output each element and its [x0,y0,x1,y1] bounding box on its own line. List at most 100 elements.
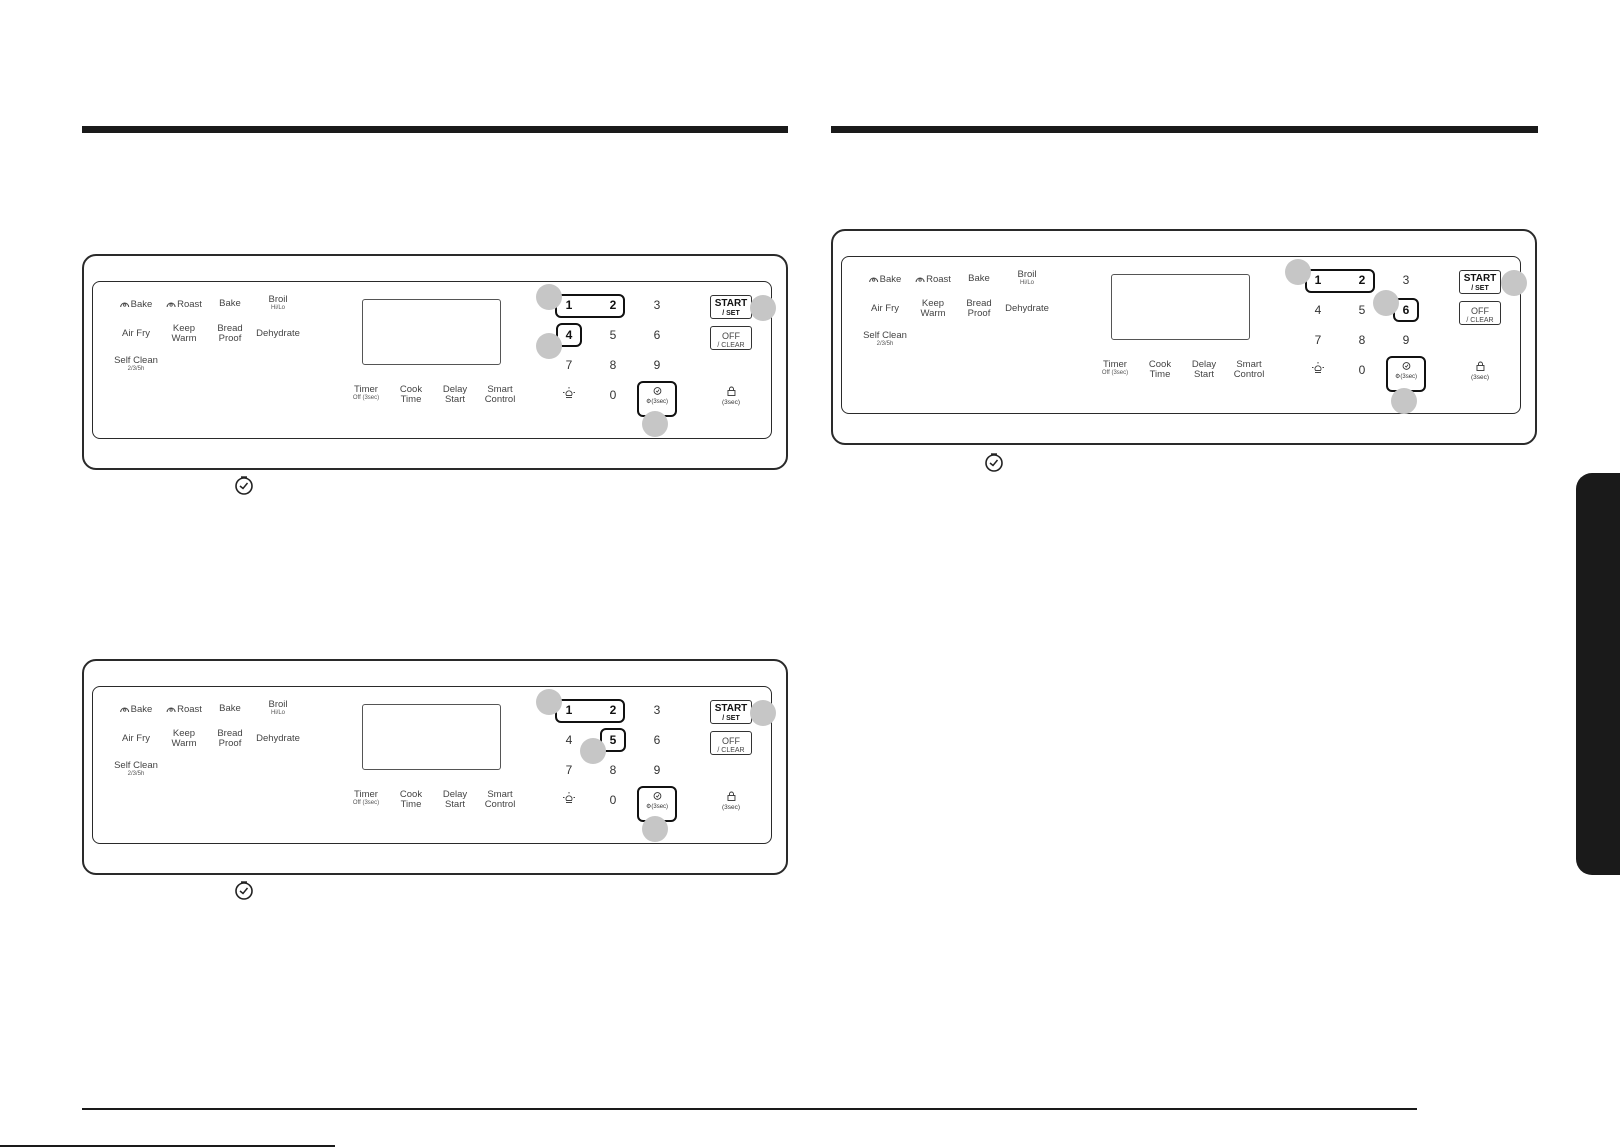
start-set-button[interactable]: START/ SET [710,295,752,319]
roast-convection-button[interactable]: Roast [915,274,951,285]
key-7[interactable]: 7 [565,358,573,372]
off-clear-button[interactable]: OFF/ CLEAR [710,326,752,350]
lock-button[interactable]: (3sec) [1471,361,1489,382]
key-6[interactable]: 6 [1402,303,1410,317]
key-0[interactable]: 0 [1358,363,1366,377]
display-screen [362,704,501,770]
bake-button[interactable]: Bake [219,298,241,309]
bake-convection-button[interactable]: Bake [869,274,901,285]
key-1[interactable]: 1 [1314,273,1322,287]
bake-button[interactable]: Bake [219,703,241,714]
off-clear-button[interactable]: OFF/ CLEAR [1459,301,1501,325]
lock-button[interactable]: (3sec) [722,791,740,812]
air-fry-button[interactable]: Air Fry [122,733,150,744]
key-5[interactable]: 5 [609,733,617,747]
bake-convection-button[interactable]: Bake [120,299,152,310]
air-fry-button[interactable]: Air Fry [122,328,150,339]
key-8[interactable]: 8 [1358,333,1366,347]
dehydrate-button[interactable]: Dehydrate [256,733,300,744]
fan-icon [166,707,176,713]
panel-outer-frame [82,659,788,875]
bake-convection-button[interactable]: Bake [120,704,152,715]
gear-icon: ⚙ [1394,374,1401,380]
lock-icon [727,386,735,396]
highlight-keys-1-2 [555,294,625,318]
key-5[interactable]: 5 [1358,303,1366,317]
key-9[interactable]: 9 [653,358,661,372]
lock-icon [727,791,735,801]
light-icon[interactable] [562,792,576,809]
step-callout-marker [536,333,562,359]
air-fry-button[interactable]: Air Fry [871,303,899,314]
key-6[interactable]: 6 [653,328,661,342]
key-8[interactable]: 8 [609,358,617,372]
key-1[interactable]: 1 [565,703,573,717]
panel-inner-frame [92,686,772,844]
step-callout-marker [536,284,562,310]
lock-button[interactable]: (3sec) [722,386,740,407]
key-4[interactable]: 4 [1314,303,1322,317]
key-2[interactable]: 2 [609,703,617,717]
clock-icon [653,792,661,800]
light-icon[interactable] [562,387,576,404]
light-icon[interactable] [1311,362,1325,379]
key-0[interactable]: 0 [609,793,617,807]
key-3[interactable]: 3 [653,298,661,312]
step-callout-marker [1501,270,1527,296]
key-8[interactable]: 8 [609,763,617,777]
key-5[interactable]: 5 [609,328,617,342]
fan-icon [120,707,130,713]
key-6[interactable]: 6 [653,733,661,747]
key-3[interactable]: 3 [653,703,661,717]
bake-button[interactable]: Bake [968,273,990,284]
start-set-button[interactable]: START/ SET [1459,270,1501,294]
key-0[interactable]: 0 [609,388,617,402]
roast-convection-button[interactable]: Roast [166,704,202,715]
key-4[interactable]: 4 [565,328,573,342]
key-7[interactable]: 7 [1314,333,1322,347]
key-1[interactable]: 1 [565,298,573,312]
off-clear-button[interactable]: OFF/ CLEAR [710,731,752,755]
dehydrate-button[interactable]: Dehydrate [1005,303,1049,314]
dehydrate-button[interactable]: Dehydrate [256,328,300,339]
fan-icon [915,277,925,283]
fan-icon [166,302,176,308]
roast-convection-button[interactable]: Roast [166,299,202,310]
key-2[interactable]: 2 [609,298,617,312]
key-2[interactable]: 2 [1358,273,1366,287]
clock-icon [1402,362,1410,370]
clock-icon [653,387,661,395]
key-7[interactable]: 7 [565,763,573,777]
key-3[interactable]: 3 [1402,273,1410,287]
key-9[interactable]: 9 [653,763,661,777]
panel-outer-frame [831,229,1537,445]
step-callout-marker [1373,290,1399,316]
key-9[interactable]: 9 [1402,333,1410,347]
key-4[interactable]: 4 [565,733,573,747]
start-set-button[interactable]: START/ SET [710,700,752,724]
